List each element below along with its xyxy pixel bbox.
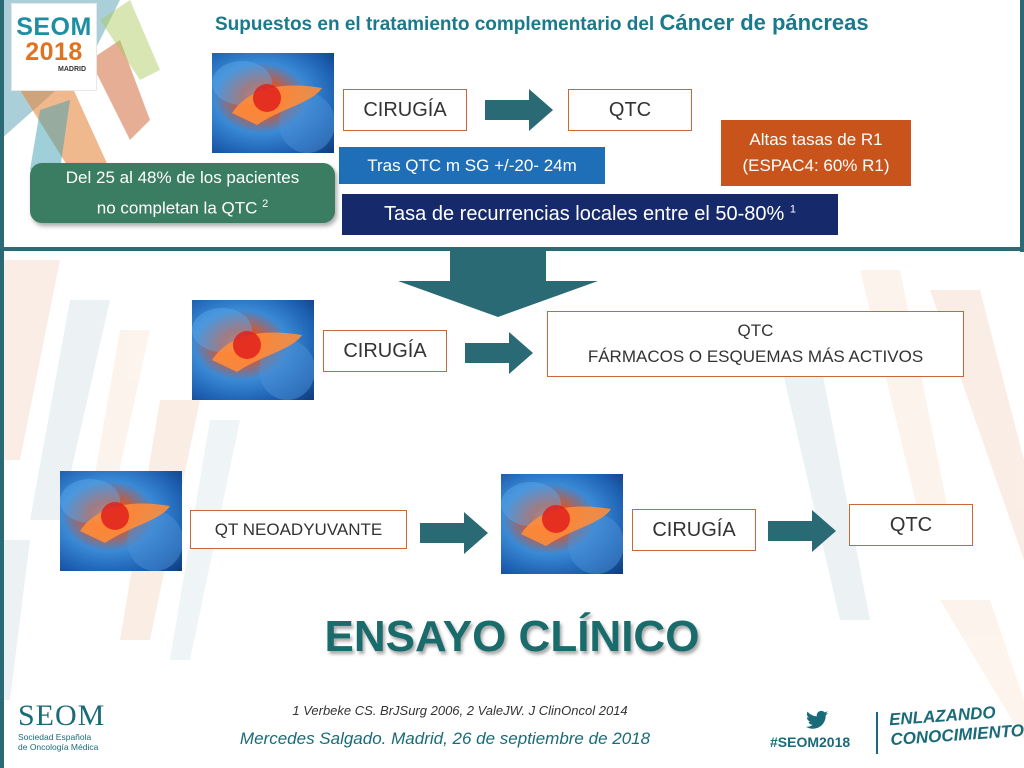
completion-line2: no completan la QTC 2 <box>97 191 268 222</box>
pancreas-image <box>212 53 334 153</box>
qtc-box-top: QTC <box>568 89 692 131</box>
recurrence-ref-sup: 1 <box>789 203 796 216</box>
completion-note-box: Del 25 al 48% de los pacientes no comple… <box>30 163 335 223</box>
r1-rates-line2: (ESPAC4: 60% R1) <box>742 156 890 175</box>
logo-seom-text: SEOM <box>16 13 92 41</box>
twitter-icon <box>806 710 828 730</box>
cirugia-label: CIRUGÍA <box>363 98 447 121</box>
r1-rates-box: Altas tasas de R1 (ESPAC4: 60% R1) <box>721 120 911 186</box>
seom-footer-name: SEOM <box>18 699 106 732</box>
slogan: ENLAZANDO CONOCIMIENTO <box>888 702 1024 760</box>
slide-title: Supuestos en el tratamiento complementar… <box>215 10 1005 40</box>
cirugia-label: CIRUGÍA <box>652 518 736 541</box>
arrow-right-icon <box>485 89 553 131</box>
completion-ref-sup: 2 <box>262 197 269 210</box>
section-divider-line <box>0 247 1024 251</box>
footer-divider <box>876 712 878 754</box>
survival-note-box: Tras QTC m SG +/-20- 24m <box>339 147 605 184</box>
qtc-box-bottom: QTC <box>849 504 973 546</box>
title-emphasis: Cáncer de páncreas <box>659 10 869 35</box>
pancreas-image <box>60 471 182 571</box>
r1-rates-line1: Altas tasas de R1 <box>749 130 883 149</box>
right-border-line <box>1020 0 1024 252</box>
seom-2018-logo: SEOM 2018 MADRID <box>12 4 96 90</box>
logo-city-text: MADRID <box>58 66 86 73</box>
qtc-label: QTC <box>889 513 933 536</box>
logo-year-text: 2018 <box>25 38 83 66</box>
qtc-label: QTC <box>737 321 774 340</box>
neoadjuvant-label: QT NEOADYUVANTE <box>214 519 383 539</box>
left-border-line <box>0 0 4 768</box>
seom-footer-sub2: de Oncología Médica <box>18 742 99 752</box>
survival-note-text: Tras QTC m SG +/-20- 24m <box>367 155 577 175</box>
completion-line2-text: no completan la QTC <box>96 198 263 218</box>
references-text: 1 Verbeke CS. BrJSurg 2006, 2 ValeJW. J … <box>292 703 628 718</box>
author-date-text: Mercedes Salgado. Madrid, 26 de septiemb… <box>239 729 651 748</box>
cirugia-box-top: CIRUGÍA <box>343 89 467 131</box>
pancreas-image <box>501 474 623 574</box>
title-prefix: Supuestos en el tratamiento complementar… <box>215 14 660 35</box>
qtc-label: QTC <box>608 98 652 121</box>
arrow-right-icon <box>465 332 533 374</box>
neoadjuvant-box: QT NEOADYUVANTE <box>190 510 407 549</box>
cirugia-box-bottom: CIRUGÍA <box>632 509 756 551</box>
pancreas-image <box>192 300 314 400</box>
recurrence-box: Tasa de recurrencias locales entre el 50… <box>342 194 838 235</box>
arrow-right-icon <box>768 510 836 552</box>
recurrence-text: Tasa de recurrencias locales entre el 50… <box>384 203 796 226</box>
seom-footer-logo: SEOM Sociedad Española de Oncología Médi… <box>18 700 128 758</box>
cirugia-box-middle: CIRUGÍA <box>323 330 447 372</box>
seom-footer-sub1: Sociedad Española <box>18 732 92 742</box>
active-drugs-label: FÁRMACOS O ESQUEMAS MÁS ACTIVOS <box>587 347 924 366</box>
qtc-active-drugs-box: QTC FÁRMACOS O ESQUEMAS MÁS ACTIVOS <box>547 311 964 377</box>
arrow-right-icon <box>420 512 488 554</box>
hashtag-text: #SEOM2018 <box>770 734 851 750</box>
clinical-trial-heading: ENSAYO CLÍNICO <box>324 612 700 661</box>
arrow-down-icon <box>398 251 598 317</box>
completion-line1: Del 25 al 48% de los pacientes <box>65 167 300 187</box>
cirugia-label: CIRUGÍA <box>343 339 427 362</box>
recurrence-text-main: Tasa de recurrencias locales entre el 50… <box>384 203 790 225</box>
